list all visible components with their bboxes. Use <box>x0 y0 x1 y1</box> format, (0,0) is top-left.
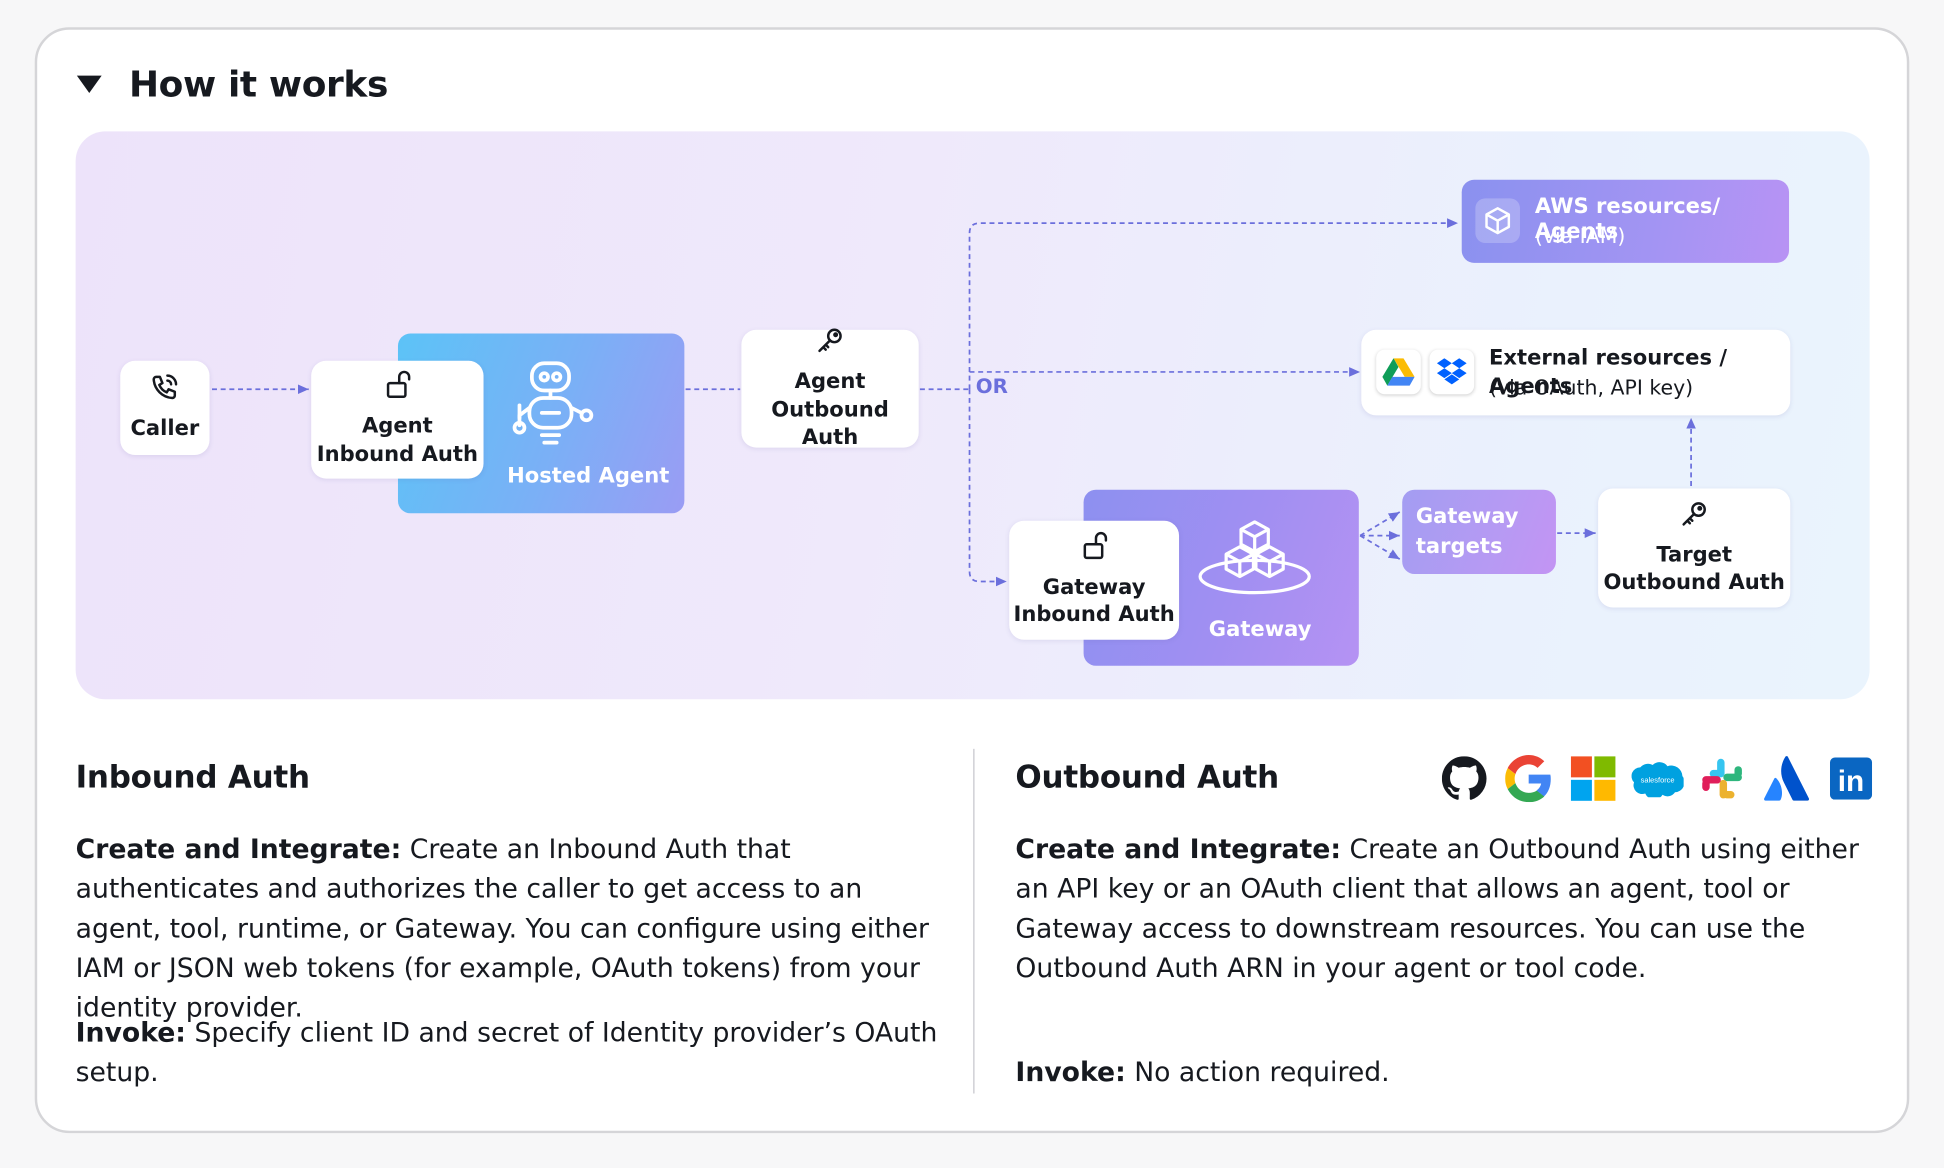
outbound-invoke-label: Invoke: <box>1015 1057 1126 1089</box>
github-icon <box>1436 751 1493 806</box>
target-outbound-auth-node: Target Outbound Auth <box>1598 488 1791 608</box>
or-label: OR <box>975 374 1008 398</box>
outbound-invoke-paragraph: Invoke: No action required. <box>1015 1054 1870 1094</box>
agent-inbound-auth-line1: Agent <box>361 414 433 439</box>
agent-inbound-auth-node: Agent Inbound Auth <box>311 360 484 479</box>
gateway-targets-line1: Gateway <box>1415 504 1519 530</box>
linkedin-wordmark: in <box>1838 765 1864 798</box>
outbound-invoke-text: No action required. <box>1125 1057 1390 1089</box>
inbound-create-text: Create an Inbound Auth that authenticate… <box>75 834 930 1025</box>
inbound-create-label: Create and Integrate: <box>75 834 402 866</box>
target-outbound-auth-line2: Outbound Auth <box>1603 570 1785 596</box>
google-drive-icon <box>1376 349 1421 395</box>
external-resources-subtitle: (via OAuth, API key) <box>1488 375 1694 400</box>
aws-resources-subtitle: (via IAM) <box>1534 224 1626 248</box>
robot-icon <box>510 356 599 454</box>
caret-down-icon <box>76 75 102 93</box>
agent-outbound-auth-line1: Agent <box>794 368 866 394</box>
dropbox-icon <box>1429 349 1475 395</box>
aws-resources-title: AWS resources/ Agents <box>1534 194 1721 245</box>
caller-node: Caller <box>120 360 210 456</box>
outbound-create-text: Create an Outbound Auth using either an … <box>1015 834 1859 985</box>
unlock-icon <box>384 370 411 408</box>
unlock-icon <box>1080 530 1107 568</box>
inbound-invoke-paragraph: Invoke: Specify client ID and secret of … <box>76 1014 950 1093</box>
agent-outbound-auth-line2: Outbound Auth <box>771 397 889 451</box>
key-icon <box>815 324 845 362</box>
caller-label: Caller <box>130 416 200 442</box>
microsoft-icon <box>1565 751 1622 806</box>
atlassian-icon <box>1758 751 1815 806</box>
google-icon <box>1500 751 1557 806</box>
salesforce-wordmark: salesforce <box>1641 775 1675 784</box>
outbound-create-paragraph: Create and Integrate: Create an Outbound… <box>1015 831 1870 990</box>
phone-icon <box>150 372 180 410</box>
gateway-inbound-auth-line2: Inbound Auth <box>1013 603 1175 628</box>
outbound-create-label: Create and Integrate: <box>1015 834 1342 866</box>
key-icon <box>1679 498 1709 536</box>
salesforce-icon: salesforce <box>1629 751 1686 806</box>
inbound-invoke-label: Invoke: <box>75 1017 186 1049</box>
cube-icon <box>1475 198 1520 244</box>
inbound-create-paragraph: Create and Integrate: Create an Inbound … <box>76 831 950 1029</box>
slack-icon <box>1694 751 1751 806</box>
inbound-auth-title: Inbound Auth <box>75 758 310 795</box>
gateway-label: Gateway <box>1208 617 1312 643</box>
gateway-targets-node: Gateway targets <box>1402 489 1556 575</box>
hosted-agent-label: Hosted Agent <box>507 463 670 489</box>
external-resources-title: External resources / Agents <box>1488 345 1728 400</box>
how-it-works-toggle[interactable]: How it works <box>76 60 388 110</box>
external-resources-node: External resources / Agents (via OAuth, … <box>1361 329 1791 416</box>
gateway-targets-line2: targets <box>1415 534 1503 560</box>
outbound-auth-title: Outbound Auth <box>1015 758 1279 795</box>
gateway-inbound-auth-node: Gateway Inbound Auth <box>1009 520 1180 640</box>
section-title: How it works <box>128 63 388 106</box>
column-divider <box>973 748 975 1094</box>
gateway-inbound-auth-line1: Gateway <box>1042 574 1146 600</box>
aws-resources-node: AWS resources/ Agents (via IAM) <box>1461 179 1790 263</box>
agent-inbound-auth-line2: Inbound Auth <box>316 442 478 468</box>
linkedin-icon: in <box>1823 751 1880 806</box>
inbound-invoke-text: Specify client ID and secret of Identity… <box>75 1017 938 1089</box>
agent-outbound-auth-node: Agent Outbound Auth <box>741 328 919 451</box>
target-outbound-auth-line1: Target <box>1656 542 1733 568</box>
cubes-icon <box>1195 517 1314 605</box>
provider-logos: salesforce in <box>1436 751 1887 806</box>
